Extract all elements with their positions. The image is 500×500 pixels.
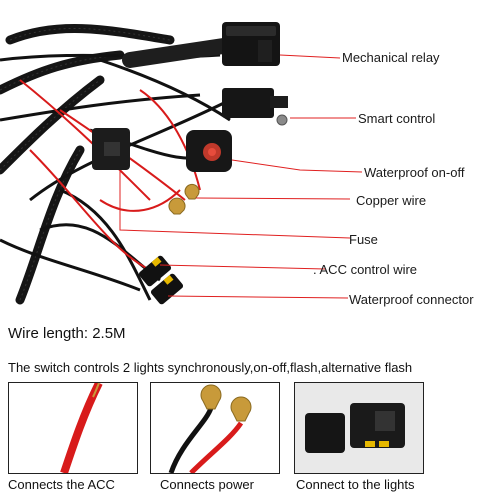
wire-length-text: Wire length: 2.5M <box>8 325 126 342</box>
caption-lights: Connect to the lights <box>296 477 415 492</box>
caption-power: Connects power <box>160 477 254 492</box>
waterproof-connectors <box>138 255 184 305</box>
panel-lights <box>294 382 424 474</box>
panel-acc <box>8 382 138 474</box>
callout-copper-wire: Copper wire <box>356 193 427 208</box>
copper-terminals <box>168 183 200 215</box>
red-wires <box>19 79 201 271</box>
callout-waterproof-connector: Waterproof connector <box>349 292 474 307</box>
callout-mechanical-relay: Mechanical relay <box>342 50 440 65</box>
light-connector-image <box>295 383 423 473</box>
smart-control-module <box>222 88 288 126</box>
wiring-harness-photo <box>0 22 363 305</box>
panel-power <box>150 382 280 474</box>
callout-acc-control-wire: . ACC control wire <box>313 262 418 277</box>
callout-smart-control: Smart control <box>358 111 436 126</box>
callout-lines <box>119 54 363 299</box>
mechanical-relay <box>222 22 280 66</box>
acc-wire-image <box>60 383 103 473</box>
waterproof-switch <box>186 130 232 172</box>
power-terminals-image <box>168 384 252 473</box>
fuse-holder <box>92 128 130 170</box>
caption-acc: Connects the ACC <box>8 477 115 492</box>
callout-waterproof-on-off: Waterproof on-off <box>364 165 465 180</box>
callout-fuse: Fuse <box>349 232 378 247</box>
switch-description: The switch controls 2 lights synchronous… <box>8 360 413 375</box>
